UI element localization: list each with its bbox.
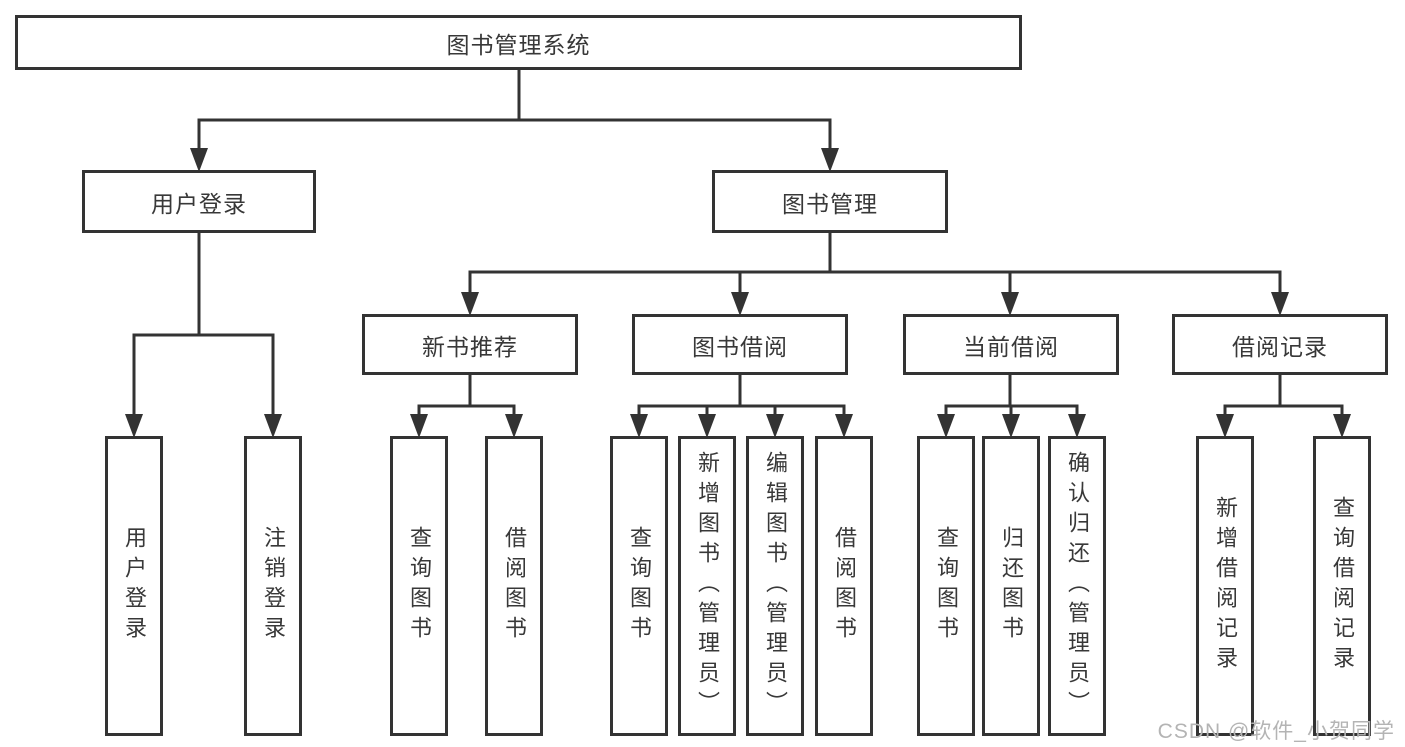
node-root-system: 图书管理系统 <box>15 15 1022 70</box>
leaf-user-login: 用户登录 <box>105 436 163 736</box>
leaf-borrow-books-recommend: 借阅图书 <box>485 436 543 736</box>
node-user-login: 用户登录 <box>82 170 316 233</box>
leaf-add-borrow-record-label: 新增借阅记录 <box>1213 496 1238 676</box>
connector-records-to-leaves <box>1216 373 1351 438</box>
leaf-return-book: 归还图书 <box>982 436 1040 736</box>
connector-login-to-leaves <box>125 231 282 438</box>
node-book-borrow-label: 图书借阅 <box>692 333 788 360</box>
leaf-add-book-admin-label: 新增图书（管理员） <box>695 451 720 721</box>
node-root-label: 图书管理系统 <box>446 31 591 58</box>
leaf-query-borrow-record: 查询借阅记录 <box>1313 436 1371 736</box>
node-book-management: 图书管理 <box>712 170 948 233</box>
node-book-borrow: 图书借阅 <box>632 314 848 375</box>
leaf-query-books-borrow-label: 查询图书 <box>627 526 652 646</box>
leaf-query-books-recommend-label: 查询图书 <box>407 526 432 646</box>
leaf-logout-label: 注销登录 <box>261 526 286 646</box>
connector-current-to-leaves <box>937 373 1086 438</box>
leaf-edit-book-admin: 编辑图书（管理员） <box>746 436 804 736</box>
node-borrow-records-label: 借阅记录 <box>1232 333 1328 360</box>
leaf-borrow-books-recommend-label: 借阅图书 <box>502 526 527 646</box>
leaf-query-books-recommend: 查询图书 <box>390 436 448 736</box>
leaf-query-borrow-record-label: 查询借阅记录 <box>1330 496 1355 676</box>
leaf-borrow-books-label: 借阅图书 <box>832 526 857 646</box>
connector-borrow-to-leaves <box>630 373 853 438</box>
leaf-confirm-return-admin-label: 确认归还（管理员） <box>1065 451 1090 721</box>
leaf-return-book-label: 归还图书 <box>999 526 1024 646</box>
node-current-borrow-label: 当前借阅 <box>963 333 1059 360</box>
connector-recommend-to-leaves <box>410 373 523 438</box>
leaf-edit-book-admin-label: 编辑图书（管理员） <box>763 451 788 721</box>
node-user-login-label: 用户登录 <box>151 190 247 217</box>
node-borrow-records: 借阅记录 <box>1172 314 1388 375</box>
leaf-query-books-borrow: 查询图书 <box>610 436 668 736</box>
node-current-borrow: 当前借阅 <box>903 314 1119 375</box>
leaf-query-books-current-label: 查询图书 <box>934 526 959 646</box>
leaf-user-login-label: 用户登录 <box>122 526 147 646</box>
leaf-confirm-return-admin: 确认归还（管理员） <box>1048 436 1106 736</box>
leaf-add-borrow-record: 新增借阅记录 <box>1196 436 1254 736</box>
connector-mgmt-to-level3 <box>461 231 1289 316</box>
leaf-query-books-current: 查询图书 <box>917 436 975 736</box>
leaf-borrow-books: 借阅图书 <box>815 436 873 736</box>
node-book-management-label: 图书管理 <box>782 190 878 217</box>
leaf-add-book-admin: 新增图书（管理员） <box>678 436 736 736</box>
connector-root-to-level2 <box>190 68 839 172</box>
csdn-watermark: CSDN @软件_小贺同学 <box>1157 720 1395 743</box>
leaf-logout: 注销登录 <box>244 436 302 736</box>
node-new-book-recommend-label: 新书推荐 <box>422 333 518 360</box>
node-new-book-recommend: 新书推荐 <box>362 314 578 375</box>
